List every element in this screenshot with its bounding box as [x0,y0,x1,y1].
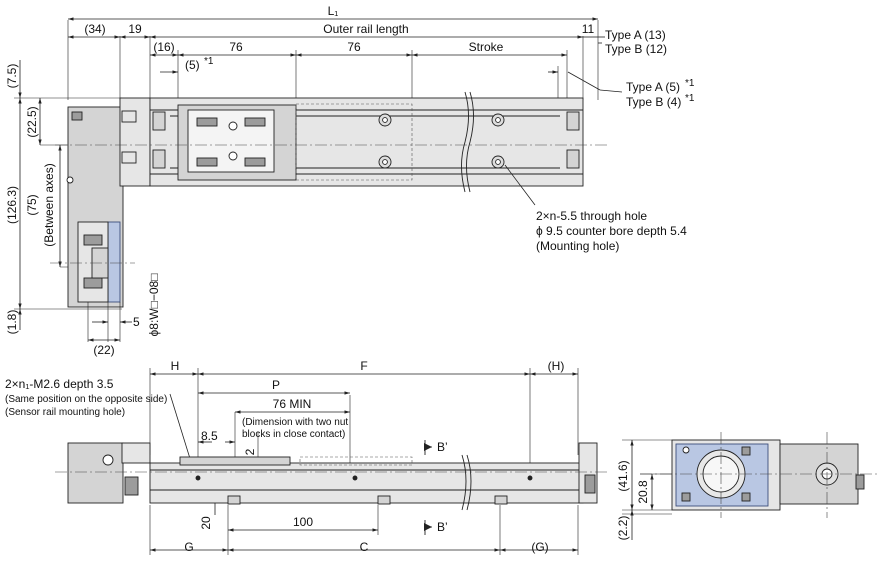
side-view [55,368,610,555]
dim-11: 11 [582,22,595,36]
mounting-hole-note-1: 2×n-5.5 through hole [536,209,647,223]
type-a-5: Type A (5) [626,80,680,94]
type-b-4: Type B (4) [626,95,681,109]
min-note-1: (Dimension with two nut [242,417,348,428]
dim-76-second: 76 [347,40,361,54]
dim-20-8: 20.8 [636,480,650,504]
dim-2: 2 [243,448,257,455]
dim-16: (16) [153,40,174,54]
end-view [622,432,880,540]
mounting-hole-note-3: (Mounting hole) [536,239,619,253]
dim-7-5: (7.5) [5,64,19,89]
dim-22-5: (22.5) [25,106,39,137]
dim-5: 5 [133,315,140,329]
dim-2-2: (2.2) [616,516,630,541]
dim-34: (34) [84,22,105,36]
dim-75: (75) [25,194,39,215]
type-a-13: Type A (13) [605,28,666,42]
dim-g-paren: (G) [531,540,548,554]
dim-h-paren: (H) [548,359,565,373]
dim-19: 19 [128,22,142,36]
sensor-hole-note-1: 2×n₁-M2.6 depth 3.5 [5,377,114,391]
type-b-4-footnote: *1 [685,93,695,104]
type-b-12: Type B (12) [605,42,667,56]
sensor-hole-note-3: (Sensor rail mounting hole) [5,407,125,418]
top-view-labels: L₁ (34) 19 Outer rail length 11 (16) 76 … [5,4,695,357]
sensor-hole-note-2: (Same position on the opposite side) [5,394,167,405]
dim-g: G [184,540,193,554]
dim-5-paren: (5) [185,58,200,72]
dim-22: (22) [93,343,114,357]
end-view-labels: (41.6) 20.8 (2.2) [616,460,650,540]
footnote-mark: *1 [204,56,214,67]
dim-76-min: 76 MIN [273,397,312,411]
section-b-top: B’ [437,440,448,454]
dim-c: C [360,540,369,554]
dim-p: P [272,378,280,392]
dim-f: F [360,359,367,373]
type-a-5-footnote: *1 [685,78,695,89]
mounting-hole-note-2: ϕ 9.5 counter bore depth 5.4 [536,224,687,238]
dim-stroke: Stroke [469,40,504,54]
side-view-labels: H F (H) P 76 MIN (Dimension with two nut… [5,359,564,554]
dim-h: H [171,359,180,373]
shaft-spec: ϕ8:W□−08□ [147,274,161,337]
dim-20: 20 [199,516,213,530]
dim-126-3: (126.3) [5,186,19,224]
dim-l1: L₁ [328,4,339,18]
section-b-bottom: B’ [437,520,448,534]
top-view [14,17,623,342]
dim-1-8: (1.8) [5,310,19,335]
dim-41-6: (41.6) [616,460,630,491]
dim-8-5: 8.5 [201,429,218,443]
dim-100: 100 [293,515,313,529]
dim-76-first: 76 [229,40,243,54]
between-axes-label: (Between axes) [42,163,56,246]
dim-outer-rail-length: Outer rail length [323,22,408,36]
min-note-2: blocks in close contact) [242,429,345,440]
